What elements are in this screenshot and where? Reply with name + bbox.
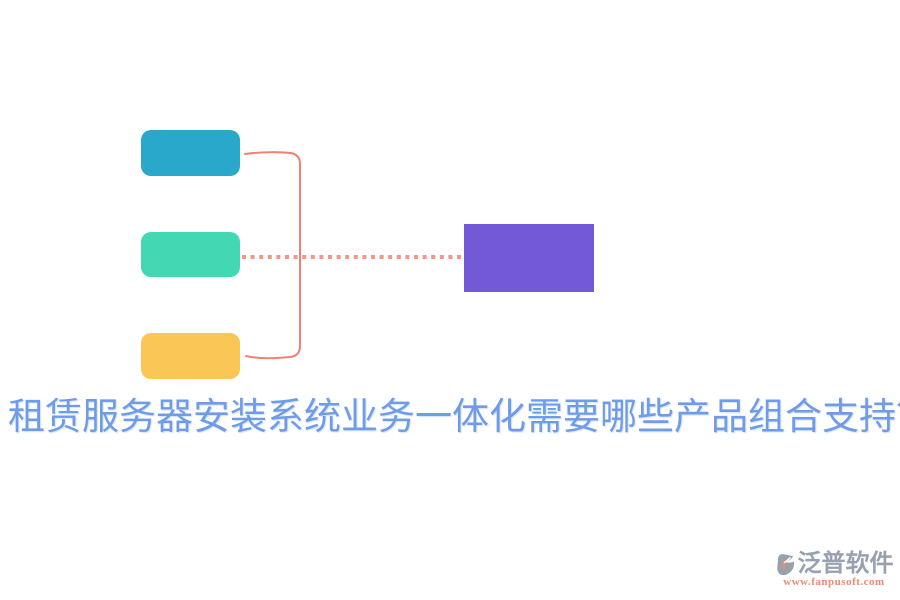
source-node-top bbox=[141, 130, 240, 176]
source-node-bottom bbox=[141, 333, 240, 379]
fanpu-logo-icon bbox=[775, 553, 796, 576]
watermark-brand-text: 泛普软件 bbox=[797, 551, 894, 577]
watermark-url-text: www.fanpusoft.com bbox=[783, 576, 885, 588]
page-title: 租赁服务器安装系统业务一体化需要哪些产品组合支持？ bbox=[8, 397, 900, 438]
result-node bbox=[464, 224, 594, 292]
source-node-middle bbox=[141, 232, 240, 277]
bracket-connector bbox=[244, 151, 301, 360]
watermark: 泛普软件 www.fanpusoft.com bbox=[770, 552, 898, 588]
